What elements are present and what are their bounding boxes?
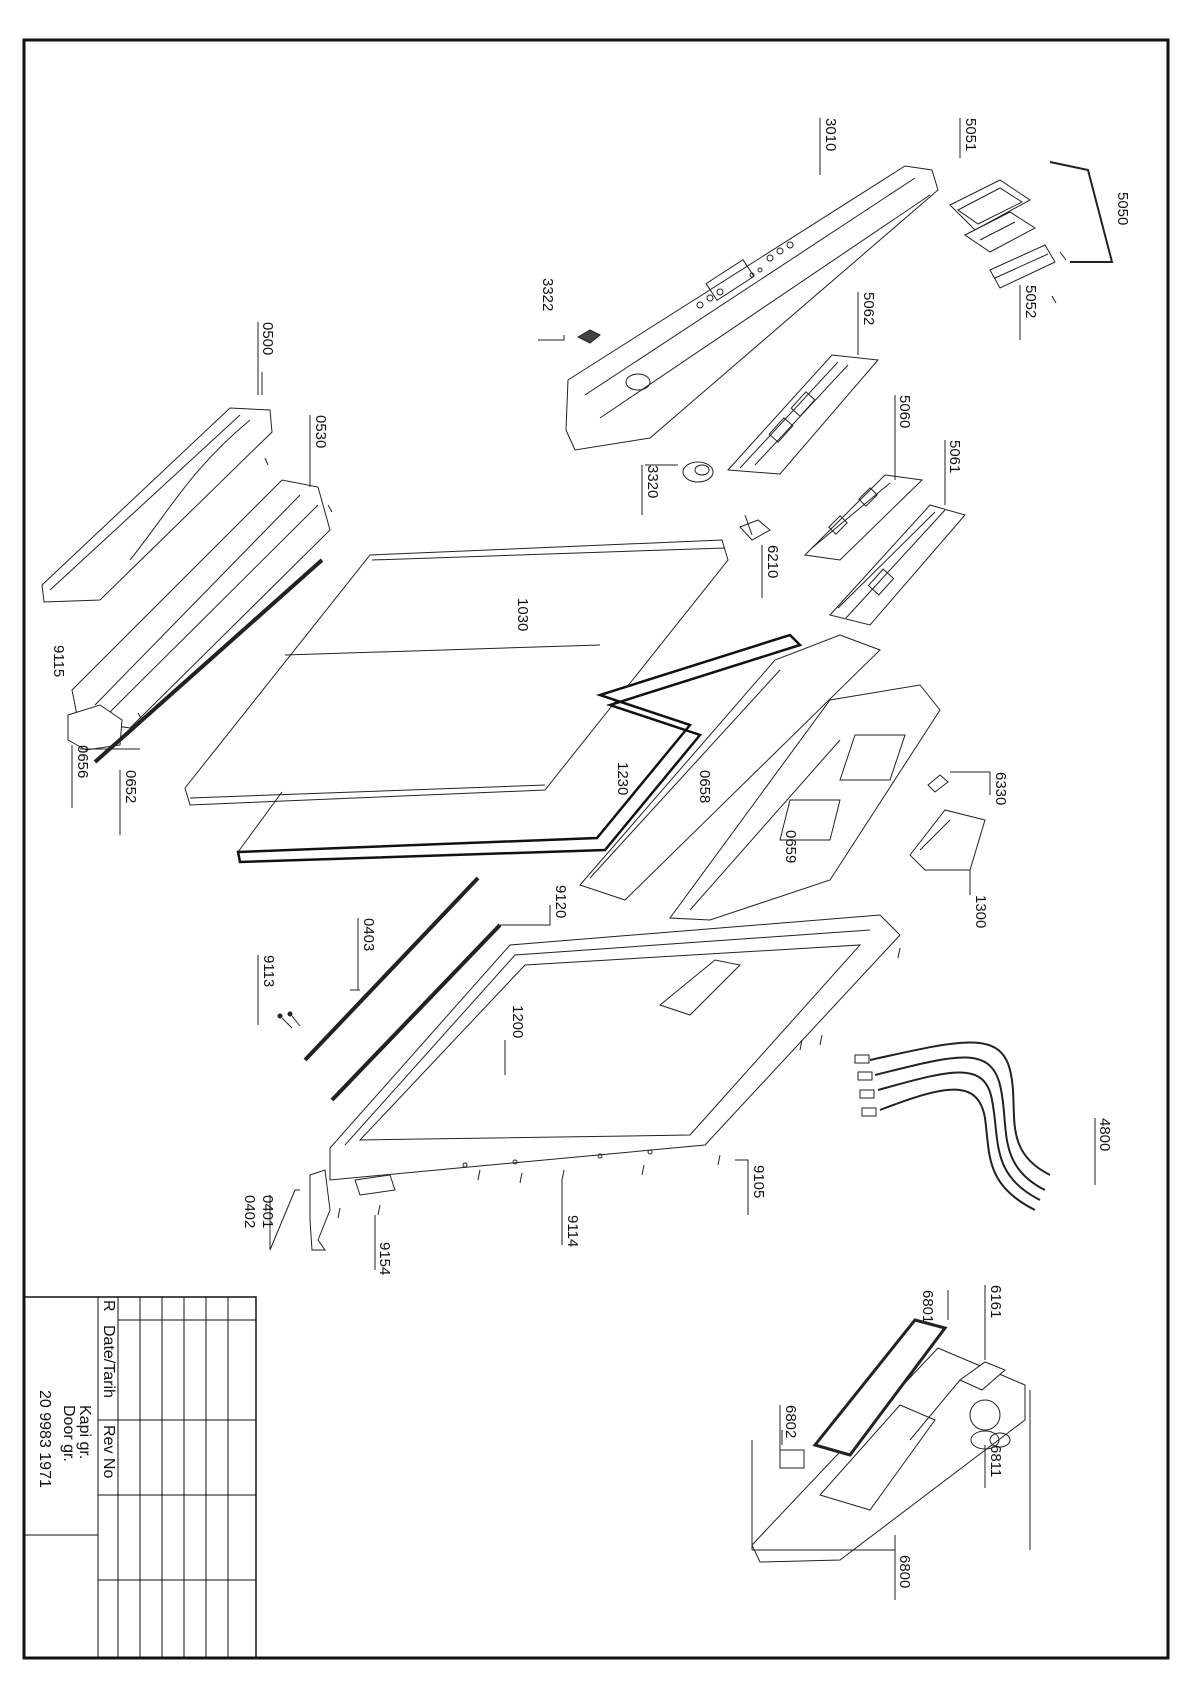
part-1030-door-panel	[184, 539, 729, 806]
part-6802-motor	[779, 1430, 805, 1469]
part-0401-bracket	[309, 1169, 396, 1251]
label-1300: 1300	[972, 895, 989, 929]
label-1230: 1230	[614, 762, 631, 796]
part-9120-strip	[330, 923, 502, 1102]
label-5060: 5060	[896, 395, 913, 429]
part-0403-strip	[303, 876, 480, 1062]
title-block-revno-header: Rev No	[100, 1425, 117, 1479]
part-5051-board	[949, 179, 1036, 253]
label-5051: 5051	[962, 118, 979, 152]
part-5062-frame	[726, 354, 879, 475]
label-0652: 0652	[122, 770, 139, 804]
label-0658: 0658	[696, 770, 713, 804]
part-1230-gasket	[236, 633, 803, 864]
sheet-border	[22, 38, 1170, 1660]
label-4800: 4800	[1096, 1118, 1113, 1152]
title-block-name-en: Door gr.	[60, 1405, 77, 1462]
label-3320: 3320	[644, 465, 661, 499]
label-6330: 6330	[992, 772, 1009, 806]
label-9113: 9113	[260, 955, 277, 988]
label-3322: 3322	[539, 278, 556, 312]
title-block-drawing-number: 20 9983 1971	[36, 1390, 53, 1488]
part-3322	[538, 329, 601, 344]
label-9115: 9115	[50, 645, 67, 678]
part-9113-screws	[257, 1000, 301, 1029]
part-1300	[909, 809, 986, 895]
part-6811-ring	[989, 1432, 1011, 1448]
label-5050: 5050	[1114, 192, 1131, 226]
label-0500: 0500	[259, 322, 276, 356]
label-1200: 1200	[509, 1005, 526, 1039]
part-5052-holder	[989, 244, 1067, 304]
part-0652-strip	[93, 558, 324, 764]
part-0500-cover	[41, 407, 273, 603]
label-6210: 6210	[764, 545, 781, 579]
title-block-date-header: Date/Tarih	[100, 1325, 117, 1398]
part-0658-panel	[579, 634, 881, 901]
part-5060	[803, 474, 924, 561]
part-6801-gasket	[812, 1318, 948, 1457]
part-3010-control-panel	[565, 165, 939, 451]
label-0401: 0401	[259, 1195, 276, 1229]
label-0659: 0659	[782, 830, 799, 864]
part-4800-harness	[854, 1041, 1096, 1211]
label-6800: 6800	[896, 1555, 913, 1589]
part-3320-knob	[645, 461, 714, 483]
part-0656-bracket	[67, 704, 123, 751]
label-0402: 0402	[241, 1195, 258, 1229]
label-6811: 6811	[987, 1445, 1004, 1478]
label-9105: 9105	[750, 1165, 767, 1199]
label-5062: 5062	[860, 292, 877, 326]
label-6802: 6802	[782, 1405, 799, 1439]
part-5061	[829, 504, 966, 626]
title-block	[23, 1296, 257, 1659]
part-0659-panel	[669, 684, 941, 921]
label-6801: 6801	[919, 1290, 936, 1324]
label-5061: 5061	[946, 440, 963, 474]
label-9120: 9120	[552, 885, 569, 919]
part-6330	[927, 771, 991, 795]
label-5052: 5052	[1022, 285, 1039, 319]
title-block-rev-header: R	[100, 1300, 117, 1312]
title-block-name-tr: Kapi gr.	[76, 1405, 93, 1460]
label-0656: 0656	[74, 745, 91, 779]
part-1200-inner-door	[329, 914, 901, 1181]
part-6210	[739, 514, 771, 541]
label-0403: 0403	[360, 918, 377, 952]
label-0530: 0530	[312, 415, 329, 449]
leader-lines	[71, 118, 1096, 1600]
label-1030: 1030	[514, 598, 531, 632]
part-6161-part	[959, 1361, 1006, 1391]
label-6161: 6161	[987, 1285, 1004, 1319]
label-9114: 9114	[564, 1215, 581, 1248]
label-9154: 9154	[376, 1242, 393, 1276]
bracket-5050	[1049, 161, 1114, 263]
label-3010: 3010	[822, 118, 839, 152]
